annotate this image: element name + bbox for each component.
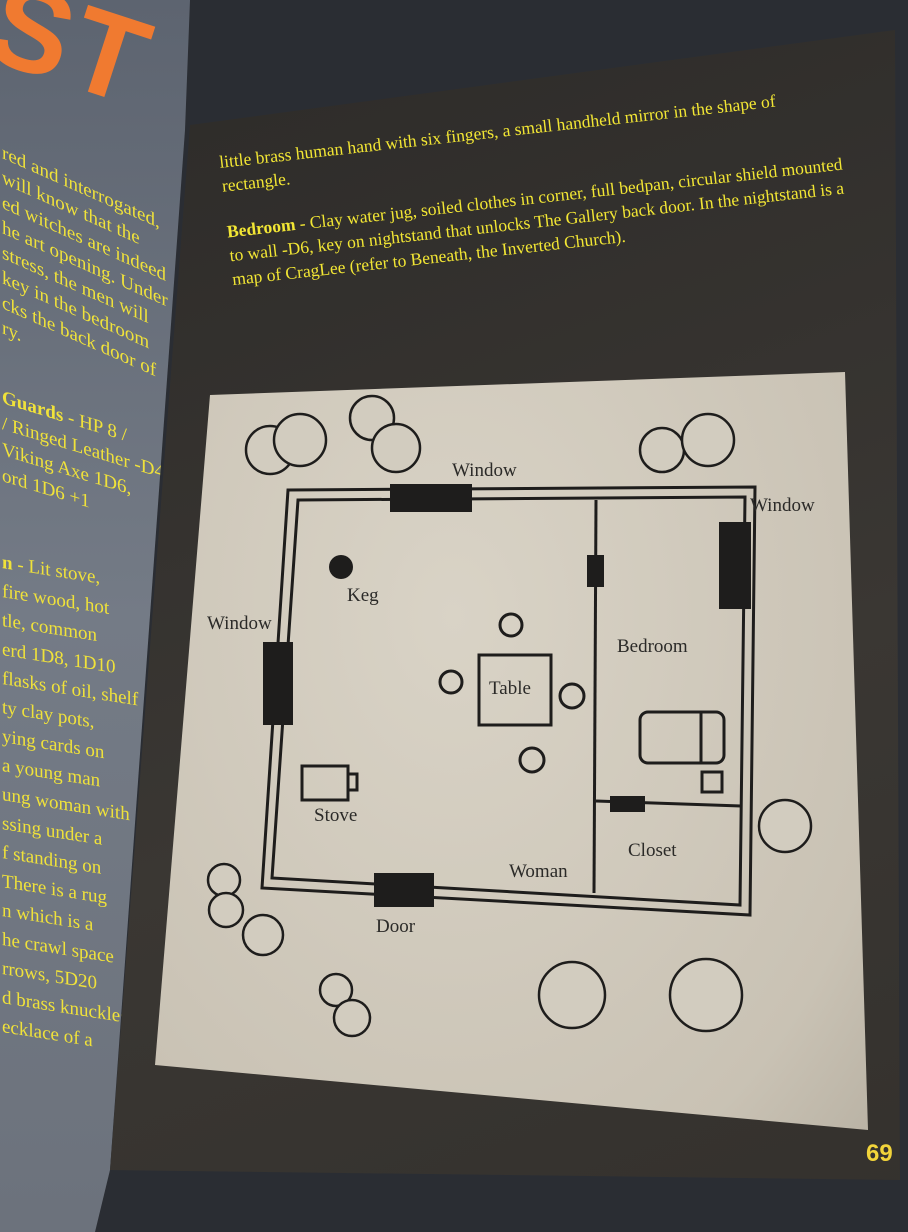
tree-icon <box>207 891 245 929</box>
outer-wall <box>260 485 757 917</box>
tree-icon <box>272 412 328 468</box>
label-stove: Stove <box>314 805 358 826</box>
tree-icon <box>668 957 744 1033</box>
left-paragraph-1: red and interrogated, will know that the… <box>2 140 168 414</box>
chapter-title-fragment: ST <box>0 0 169 132</box>
tree-icon <box>241 913 285 957</box>
window-top <box>390 484 472 512</box>
table-shape <box>477 653 553 727</box>
stove-pipe <box>346 772 359 792</box>
tree-icon <box>370 422 422 474</box>
label-bedroom: Bedroom <box>617 636 688 657</box>
chair <box>498 612 524 638</box>
label-closet: Closet <box>628 840 677 861</box>
room-section: n - Lit stove, fire wood, hot tle, commo… <box>2 548 138 1063</box>
chair <box>558 682 586 710</box>
closet-door <box>610 796 645 812</box>
chair <box>518 746 546 774</box>
bed-shape <box>638 710 726 765</box>
label-keg: Keg <box>347 585 379 606</box>
keg-shape <box>329 555 353 579</box>
page-number: 69 <box>866 1140 893 1167</box>
label-table: Table <box>489 678 531 699</box>
tree-icon <box>680 412 736 468</box>
chair <box>438 669 464 695</box>
label-woman: Woman <box>509 861 568 882</box>
tree-icon <box>638 426 686 474</box>
label-window-top: Window <box>452 460 517 481</box>
door-front <box>374 873 434 907</box>
tree-icon <box>332 998 372 1038</box>
tree-icon <box>757 798 813 854</box>
window-bedroom-wall <box>587 555 604 587</box>
bedroom-heading: Bedroom <box>225 214 297 242</box>
guards-section: Guards - HP 8 / / Ringed Leather -D4 Vik… <box>2 385 164 539</box>
window-right <box>719 522 751 609</box>
label-door: Door <box>376 916 416 937</box>
inner-wall <box>270 495 747 907</box>
stove-shape <box>300 764 350 802</box>
label-window-left: Window <box>207 613 272 634</box>
tree-icon <box>537 960 607 1030</box>
window-left <box>263 642 293 725</box>
room-heading: n <box>2 552 13 575</box>
label-window-right: Window <box>750 495 815 516</box>
tree-icon <box>318 972 354 1008</box>
tree-icon <box>206 862 242 898</box>
nightstand-shape <box>700 770 724 794</box>
